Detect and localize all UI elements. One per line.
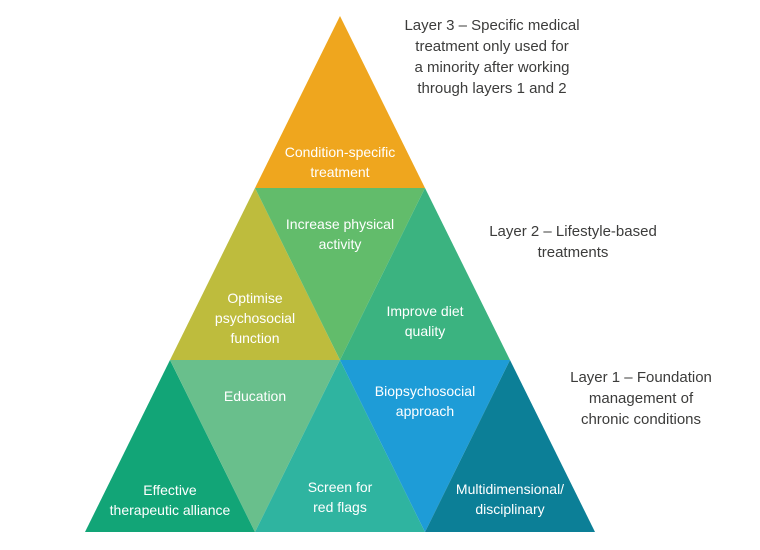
cell-label-increase-physical-activity: Increase physical activity [285,216,395,252]
cell-education [170,360,340,532]
cell-biopsychosocial-approach [340,360,510,532]
cell-increase-physical-activity [255,188,425,360]
annotation-layer-1: Layer 1 – Foundation management of chron… [570,369,712,428]
cell-effective-therapeutic-alliance [85,360,255,532]
cell-label-effective-therapeutic-alliance: Effective therapeutic alliance [109,482,231,518]
annotation-layer-3: Layer 3 – Specific medical treatment onl… [404,17,580,97]
cell-label-multidimensional-disciplinary: Multidimensional/ disciplinary [455,481,565,517]
cell-screen-for-red-flags [255,360,425,532]
cell-optimise-psychosocial-function [170,188,340,360]
cell-label-improve-diet-quality: Improve diet quality [386,303,464,339]
cell-label-optimise-psychosocial-function: Optimise psychosocial function [214,290,296,346]
cell-label-biopsychosocial-approach: Biopsychosocial approach [374,383,476,419]
cell-label-education: Education [223,388,287,404]
cell-label-screen-for-red-flags: Screen for red flags [307,479,373,515]
cell-multidimensional-disciplinary [425,360,595,532]
cell-improve-diet-quality [340,188,510,360]
cell-condition-specific-treatment [255,16,425,188]
annotation-layer-2: Layer 2 – Lifestyle-based treatments [489,223,657,261]
cell-label-condition-specific-treatment: Condition-specific treatment [284,144,396,180]
